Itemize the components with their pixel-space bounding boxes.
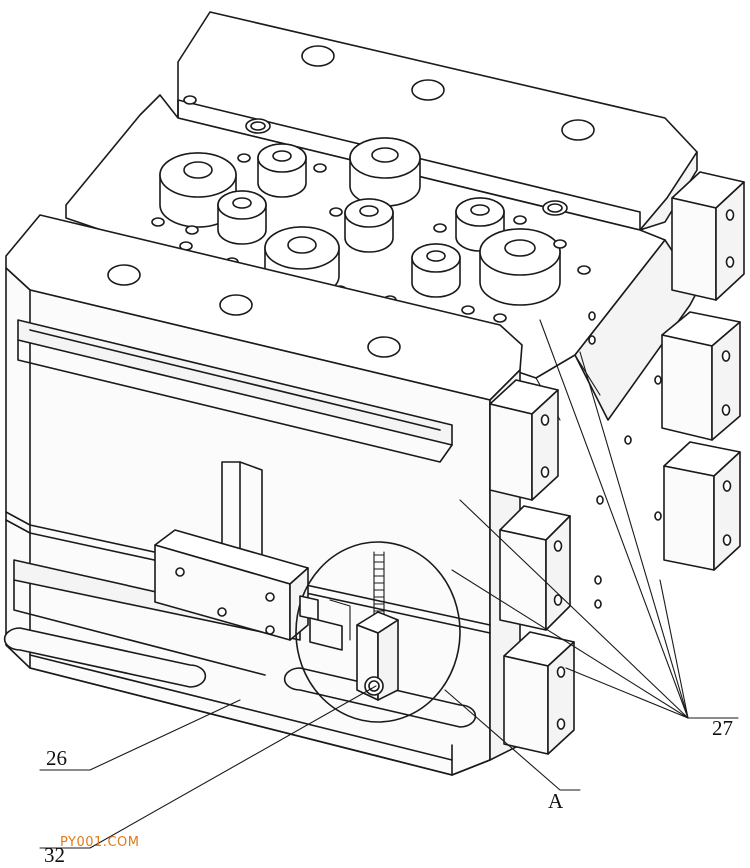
label-26: 26 [46, 746, 67, 770]
detail-a-circle [295, 541, 461, 723]
side-blocks [489, 171, 745, 755]
side-block-5 [499, 505, 571, 631]
label-32: 32 [44, 843, 65, 867]
side-block-3 [663, 441, 741, 571]
label-27: 27 [712, 716, 733, 740]
side-block-1 [671, 171, 745, 301]
side-block-6 [503, 631, 575, 755]
leader-lines [39, 319, 739, 849]
side-block-4 [489, 379, 559, 501]
label-a: A [548, 789, 564, 813]
side-block-2 [661, 311, 741, 441]
cavity-plate [65, 94, 699, 421]
top-clamp-plate [177, 11, 698, 231]
latch-assembly [154, 461, 309, 641]
watermark: PY001.COM [60, 835, 139, 850]
